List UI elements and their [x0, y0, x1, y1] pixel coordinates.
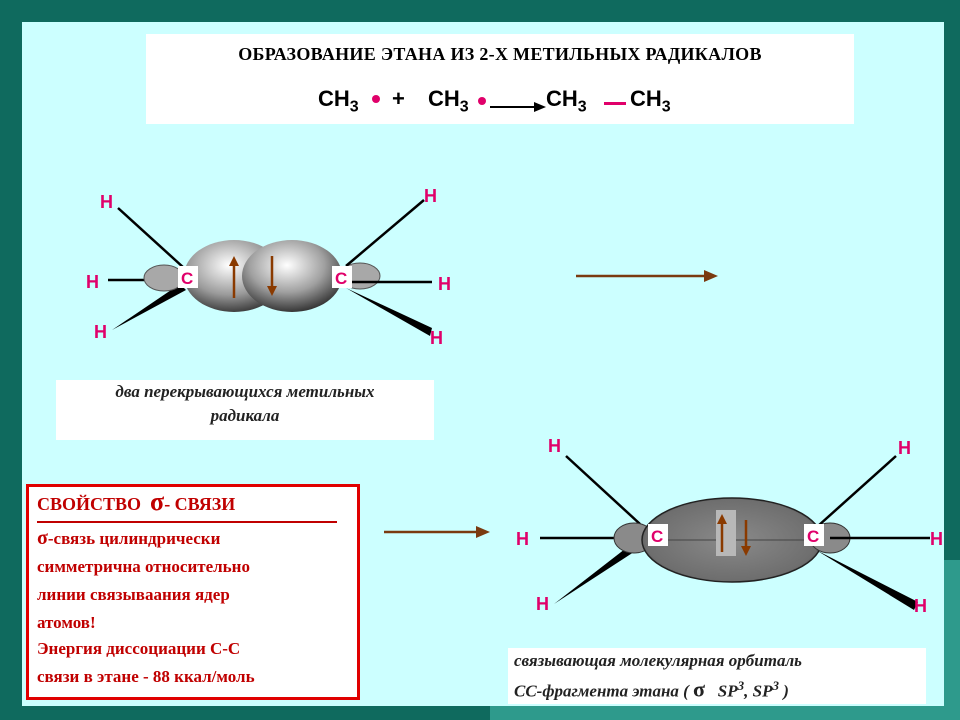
slide-title: ОБРАЗОВАНИЕ ЭТАНА ИЗ 2-Х МЕТИЛЬНЫХ РАДИК… — [238, 44, 762, 64]
eq-reactant2: CH3 — [428, 86, 469, 116]
atom-c-left: C — [181, 269, 193, 288]
eq-plus: + — [392, 86, 405, 111]
heading-underline — [37, 521, 337, 523]
atom-h: H — [516, 529, 529, 549]
bond-line — [604, 102, 626, 105]
property-arrow — [384, 526, 490, 538]
atom-h: H — [930, 529, 943, 549]
atom-h: H — [898, 438, 911, 458]
radical-dot — [372, 95, 380, 103]
caption-radicals: два перекрывающихся метильных радикала — [56, 380, 434, 440]
atom-c-left: C — [651, 527, 663, 546]
caption-line: СС-фрагмента этана ( σ SP3, SP3 ) — [514, 676, 789, 702]
decor-stripe — [944, 560, 960, 720]
atom-h: H — [86, 272, 99, 292]
sigma-bond-properties: СВОЙСТВО σ- СВЯЗИ σ-связь цилиндрически … — [26, 484, 360, 700]
caption-line: связывающая молекулярная орбиталь — [514, 651, 802, 670]
property-line: σ-связь цилиндрически — [37, 527, 221, 549]
property-line: атомов! — [37, 613, 96, 632]
atom-h: H — [548, 436, 561, 456]
caption-line: радикала — [210, 406, 280, 425]
caption-orbital: связывающая молекулярная орбиталь СС-фра… — [508, 648, 926, 704]
atom-h: H — [100, 192, 113, 212]
caption-line: два перекрывающихся метильных — [115, 382, 375, 401]
decor-stripe-bottom — [490, 706, 960, 720]
atom-h: H — [94, 322, 107, 342]
property-heading: СВОЙСТВО σ- СВЯЗИ — [37, 487, 236, 516]
property-line: симметрична относительно — [37, 557, 250, 576]
eq-product-right: CH3 — [630, 86, 671, 116]
atom-h: H — [536, 594, 549, 614]
atom-h: H — [438, 274, 451, 294]
radical-dot — [478, 97, 486, 105]
reaction-arrow — [490, 102, 546, 112]
property-line: Энергия диссоциации С-С — [37, 639, 241, 658]
atom-c-right: C — [335, 269, 347, 288]
eq-reactant1: CH3 — [318, 86, 359, 116]
atom-h: H — [424, 186, 437, 206]
atom-c-right: C — [807, 527, 819, 546]
title-box: ОБРАЗОВАНИЕ ЭТАНА ИЗ 2-Х МЕТИЛЬНЫХ РАДИК… — [146, 34, 854, 124]
atom-h: H — [430, 328, 443, 348]
overlapping-radicals: C C H H H H H H — [86, 186, 451, 348]
property-line: линии связываания ядер — [37, 585, 230, 604]
transition-arrow — [576, 270, 718, 282]
bonding-orbital: C C H H H H H H — [516, 436, 943, 616]
property-line: связи в этане - 88 ккал/моль — [37, 667, 255, 686]
eq-product-left: CH3 — [546, 86, 587, 116]
atom-h: H — [914, 596, 927, 616]
